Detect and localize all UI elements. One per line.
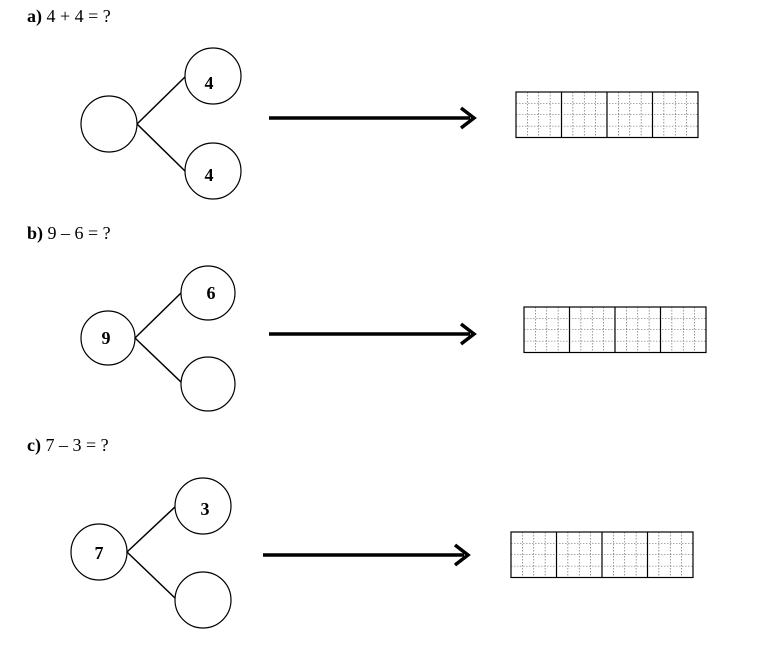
whole-value: 7 (95, 543, 104, 563)
exercise-letter: b) (27, 223, 44, 243)
whole-circle[interactable] (80, 310, 136, 366)
part-circle-bottom[interactable] (184, 142, 242, 200)
exercise-equation: 4 + 4 = ? (46, 6, 111, 26)
exercise-equation: 7 – 3 = ? (45, 435, 109, 455)
answer-grid[interactable] (510, 531, 694, 579)
exercise-c-diagram: 7 3 (70, 477, 694, 629)
exercise-a-label: a) 4 + 4 = ? (27, 6, 111, 26)
exercise-letter: c) (27, 435, 41, 455)
exercise-a-diagram: 4 4 (80, 47, 699, 200)
part-circle-top[interactable] (174, 477, 232, 535)
part-value-top: 4 (205, 73, 214, 93)
whole-circle[interactable] (70, 523, 128, 581)
part-value-bottom: 4 (205, 165, 214, 185)
branch-line-top (134, 291, 183, 339)
answer-grid-border (510, 531, 694, 579)
exercise-c-label: c) 7 – 3 = ? (27, 435, 109, 455)
branch-line-bottom (134, 337, 183, 384)
part-value-top: 3 (201, 499, 210, 519)
exercise-letter: a) (27, 6, 42, 26)
part-circle-bottom[interactable] (174, 571, 232, 629)
part-circle-top[interactable] (184, 47, 242, 105)
answer-grid-border (523, 306, 707, 354)
answer-grid[interactable] (523, 306, 707, 354)
branch-line-bottom (136, 123, 187, 173)
branch-line-top (136, 75, 187, 125)
branch-line-bottom (126, 551, 177, 600)
arrow-head (459, 322, 477, 346)
part-circle-top[interactable] (180, 265, 236, 321)
whole-value: 9 (102, 328, 111, 348)
answer-grid[interactable] (515, 91, 699, 139)
arrow-head (459, 106, 477, 130)
exercise-b-diagram: 9 6 (80, 265, 707, 412)
arrow-head (453, 543, 471, 567)
answer-grid-border (515, 91, 699, 139)
part-value-top: 6 (207, 283, 216, 303)
branch-line-top (126, 505, 177, 553)
exercise-b-label: b) 9 – 6 = ? (27, 223, 111, 243)
part-circle-bottom[interactable] (180, 356, 236, 412)
whole-circle[interactable] (80, 95, 138, 153)
exercise-equation: 9 – 6 = ? (47, 223, 111, 243)
